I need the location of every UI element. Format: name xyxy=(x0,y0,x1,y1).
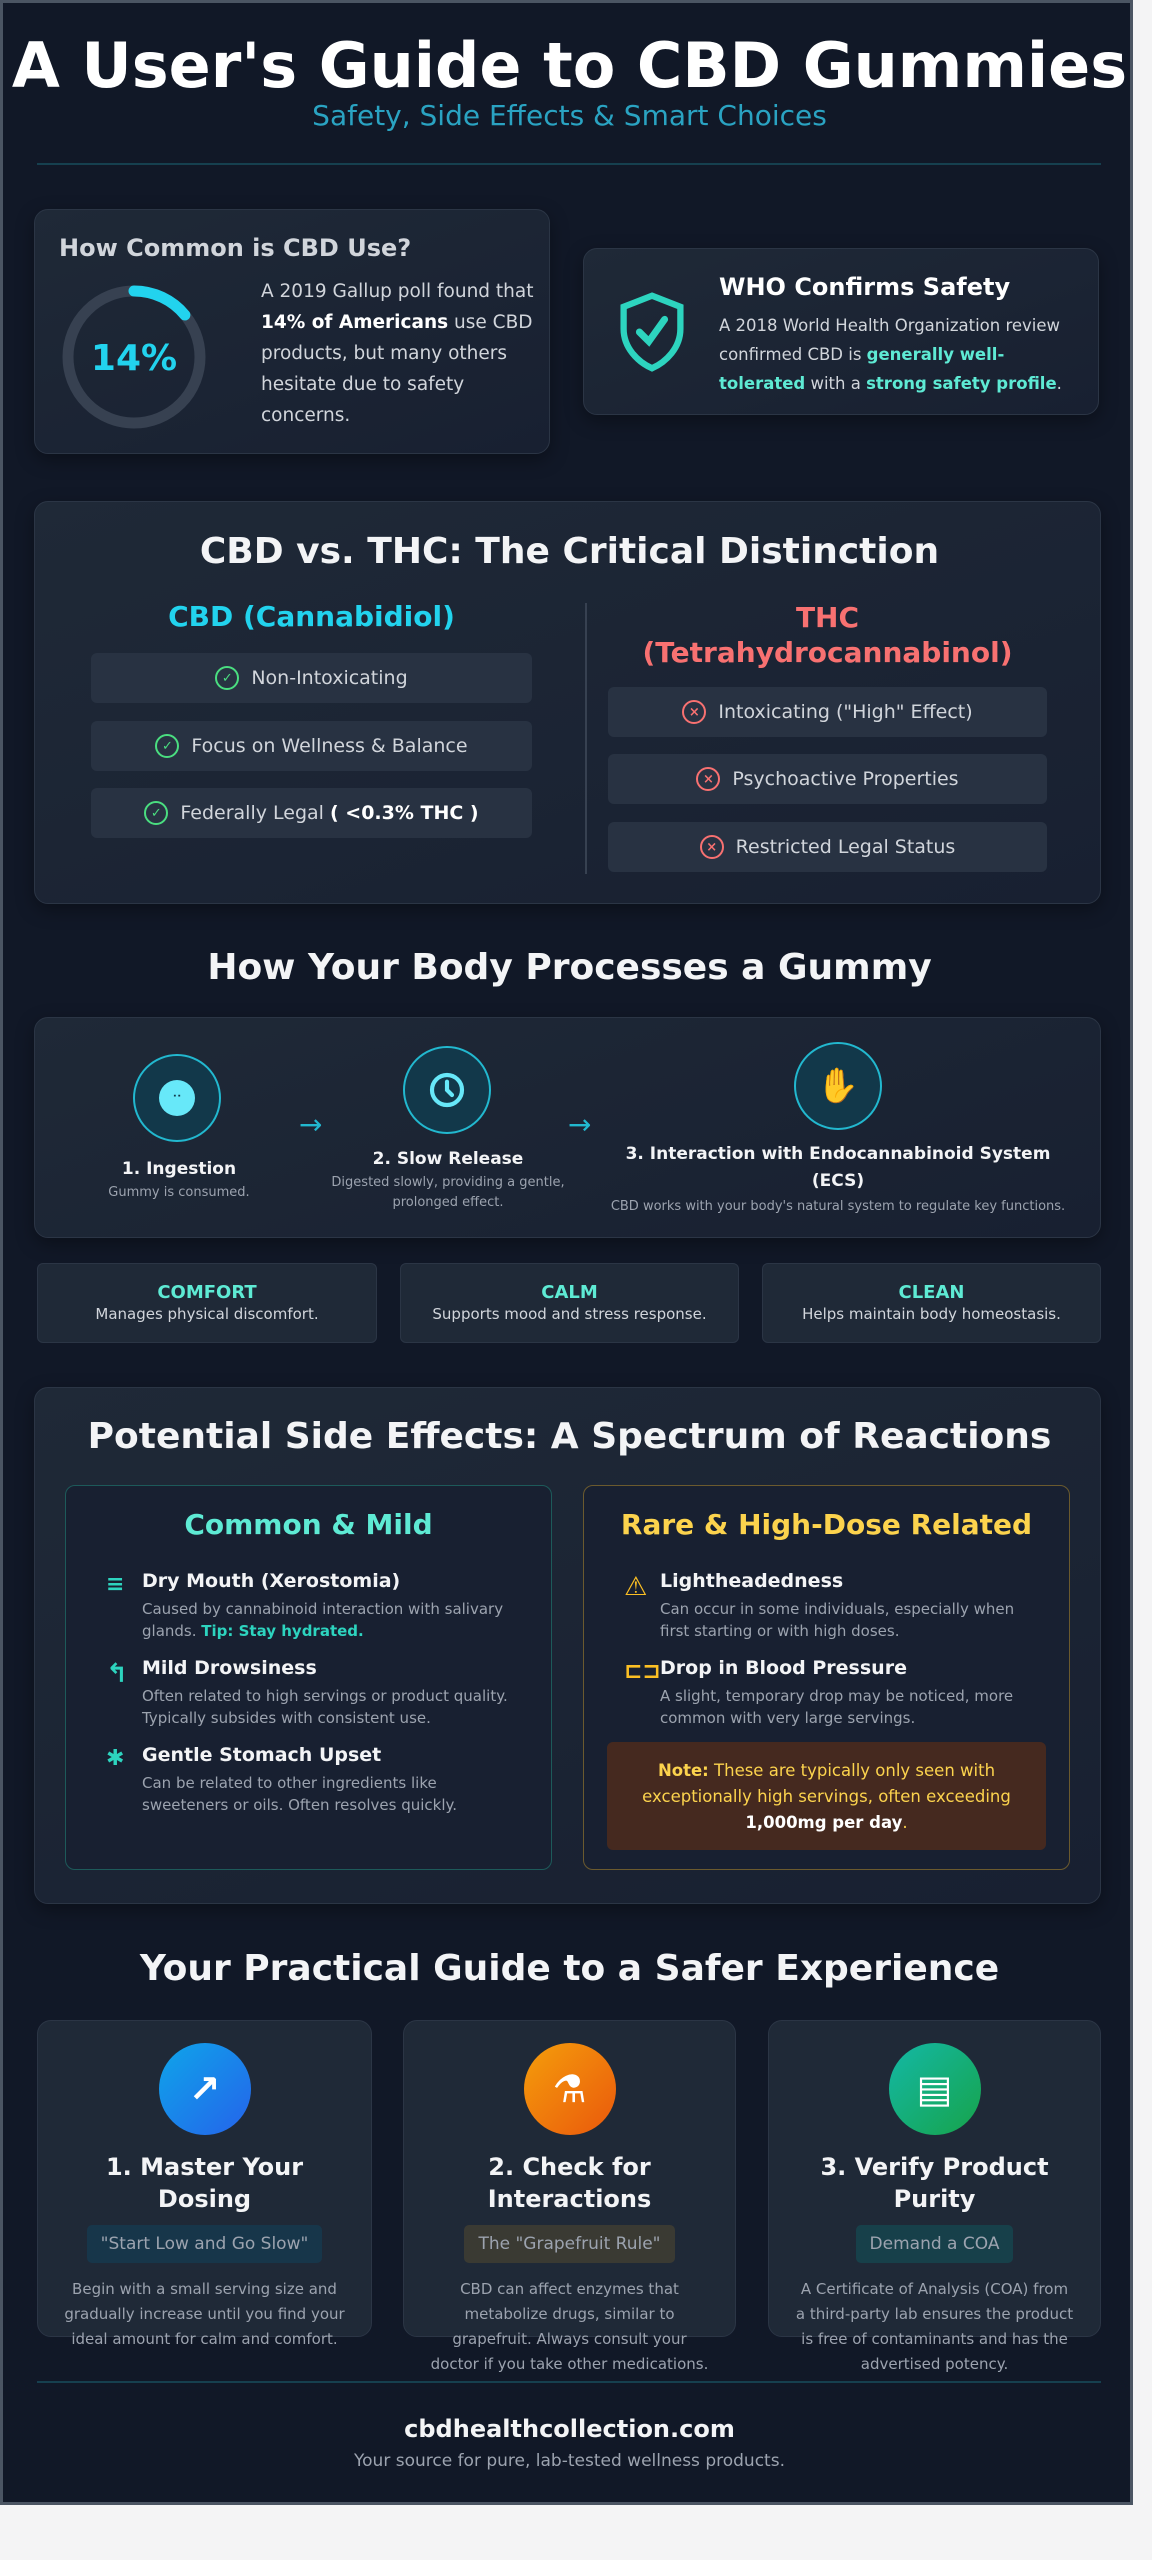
process-title: How Your Body Processes a Gummy xyxy=(207,947,932,988)
step-label: 1. Ingestion xyxy=(121,1159,237,1179)
footer-tagline: Your source for pure, lab-tested wellnes… xyxy=(354,2451,785,2471)
rare-heading: Rare & High-Dose Related xyxy=(620,1508,1033,1541)
tip-pill: The "Grapefruit Rule" xyxy=(464,2225,675,2263)
process-card xyxy=(34,1017,1101,1238)
cbd-item: ✓Focus on Wellness & Balance xyxy=(91,721,532,771)
hand-icon: ✋ xyxy=(816,1066,860,1106)
page-subtitle: Safety, Side Effects & Smart Choices xyxy=(312,99,827,132)
common-heading: Common & Mild xyxy=(184,1508,433,1541)
infographic: A User's Guide to CBD Gummies Safety, Si… xyxy=(0,0,1133,2505)
usage-heading: How Common is CBD Use? xyxy=(59,234,412,262)
donut-progress-arc xyxy=(62,285,206,429)
thc-item: ×Restricted Legal Status xyxy=(608,822,1047,872)
document-icon: ▤ xyxy=(888,2043,981,2135)
who-heading: WHO Confirms Safety xyxy=(719,273,1011,301)
check-circle-icon: ✓ xyxy=(144,801,169,825)
arrow-right-icon: → xyxy=(568,1108,592,1141)
clock-icon xyxy=(429,1072,465,1108)
undo-arrow-icon: ↰ xyxy=(106,1659,128,1689)
grapefruit-icon: ⚗ xyxy=(523,2043,616,2135)
thc-heading: THC(Tetrahydrocannabinol) xyxy=(642,601,1013,669)
compare-title: CBD vs. THC: The Critical Distinction xyxy=(199,531,940,572)
footer-divider xyxy=(37,2381,1101,2383)
tip-pill: "Start Low and Go Slow" xyxy=(86,2225,323,2263)
step-ingestion: ᐧᐧ xyxy=(133,1054,221,1142)
tip-card: ⚗ 2. Check for Interactions The "Grapefr… xyxy=(403,2020,736,2373)
step-desc: CBD works with your body's natural syste… xyxy=(610,1199,1066,1214)
side-effects-title: Potential Side Effects: A Spectrum of Re… xyxy=(87,1416,1052,1457)
who-text: A 2018 World Health Organization review … xyxy=(719,316,1062,393)
usage-card: How Common is CBD Use? 14% A 2019 Gallup… xyxy=(34,209,550,454)
guide-title: Your Practical Guide to a Safer Experien… xyxy=(139,1948,1000,1989)
droplet-lines-icon: ≡ xyxy=(106,1572,125,1597)
footer-site-link[interactable]: cbdhealthcollection.com xyxy=(404,2415,735,2443)
page-title: A User's Guide to CBD Gummies xyxy=(11,29,1128,102)
arrow-right-icon: → xyxy=(299,1108,323,1141)
cbd-item: ✓Non-Intoxicating xyxy=(91,653,532,703)
cbd-heading: CBD (Cannabidiol) xyxy=(168,600,455,633)
tip-card: ↗ 1. Master Your Dosing "Start Low and G… xyxy=(37,2020,372,2348)
tip-pill: Demand a COA xyxy=(855,2225,1014,2263)
cbd-item: ✓Federally Legal ( <0.3% THC ) xyxy=(91,788,532,838)
thc-item: ×Intoxicating ("High" Effect) xyxy=(608,687,1047,737)
gummy-face-icon: ᐧᐧ xyxy=(159,1080,195,1116)
thc-item: ×Psychoactive Properties xyxy=(608,754,1047,804)
usage-donut xyxy=(62,285,206,429)
step-ecs: ✋ xyxy=(794,1042,882,1130)
column-divider xyxy=(585,603,587,874)
step-desc: Digested slowly, providing a gentle, pro… xyxy=(331,1175,565,1210)
step-label: 2. Slow Release xyxy=(372,1149,524,1169)
x-circle-icon: × xyxy=(699,835,724,859)
tip-card: ▤ 3. Verify Product Purity Demand a COA … xyxy=(768,2020,1101,2373)
check-circle-icon: ✓ xyxy=(215,666,240,690)
rare-effects-box: Rare & High-Dose Related ⚠Lightheadednes… xyxy=(583,1485,1070,1870)
x-circle-icon: × xyxy=(696,767,721,791)
usage-text: A 2019 Gallup poll found that 14% of Ame… xyxy=(261,281,534,426)
check-circle-icon: ✓ xyxy=(155,734,180,758)
usage-percent: 14% xyxy=(90,338,178,379)
x-circle-icon: × xyxy=(682,700,707,724)
high-dose-note: Note: These are typically only seen with… xyxy=(607,1742,1046,1850)
step-slow-release xyxy=(403,1046,491,1134)
shield-check-icon xyxy=(620,292,684,372)
divider xyxy=(37,163,1101,165)
warning-triangle-icon: ⚠ xyxy=(624,1572,648,1602)
blood-pressure-icon: ⊏⊐ xyxy=(624,1659,661,1684)
step-label: 3. Interaction with Endocannabinoid Syst… xyxy=(625,1144,1051,1191)
trending-up-icon: ↗ xyxy=(158,2043,251,2135)
who-card: WHO Confirms Safety A 2018 World Health … xyxy=(583,248,1099,415)
stomach-icon: ✱ xyxy=(106,1746,125,1771)
common-effects-box: Common & Mild ≡Dry Mouth (Xerostomia)Cau… xyxy=(65,1485,552,1870)
step-desc: Gummy is consumed. xyxy=(108,1185,250,1200)
